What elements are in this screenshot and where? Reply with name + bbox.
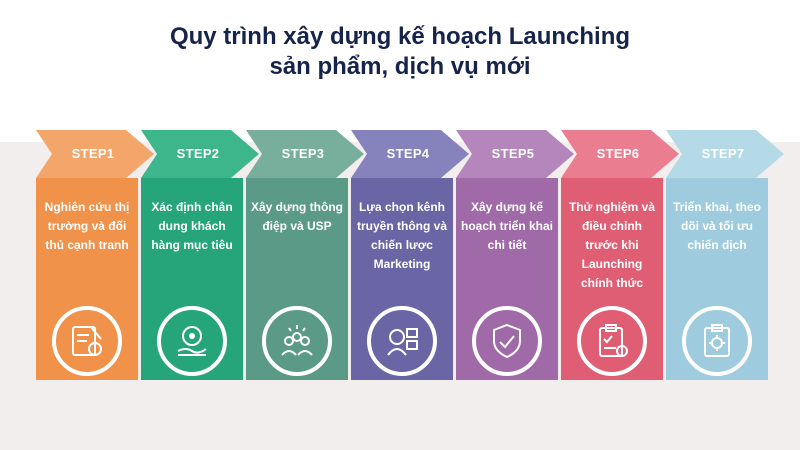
optimize-clipboard-icon — [682, 306, 752, 376]
step-description: Xây dựng kế hoạch triển khai chi tiết — [460, 200, 554, 252]
step-arrow — [456, 130, 574, 178]
step-description: Thử nghiệm và điều chỉnh trước khi Launc… — [568, 200, 656, 290]
step-label: STEP5 — [491, 146, 535, 161]
step-1: Nghiên cứu thị trường và đối thủ cạnh tr… — [36, 130, 154, 380]
step-4: Lựa chọn kênh truyền thông và chiến lược… — [351, 130, 469, 380]
title-line-2: sản phẩm, dịch vụ mới — [269, 53, 531, 80]
step-arrow — [351, 130, 469, 178]
step-arrow — [141, 130, 259, 178]
step-label: STEP2 — [176, 146, 220, 161]
step-arrow — [36, 130, 154, 178]
test-checklist-icon — [577, 306, 647, 376]
step-7: Triển khai, theo dõi và tối ưu chiến dịc… — [666, 130, 784, 380]
step-description: Nghiên cứu thị trường và đối thủ cạnh tr… — [44, 200, 130, 252]
team-message-icon — [262, 306, 332, 376]
step-5: Xây dựng kế hoạch triển khai chi tiết STE… — [456, 130, 574, 380]
step-description: Triển khai, theo dõi và tối ưu chiến dịc… — [672, 200, 762, 252]
research-document-icon — [52, 306, 122, 376]
step-3: Xây dựng thông điệp và USP STEP3 — [246, 130, 364, 380]
step-arrow — [561, 130, 679, 178]
step-arrow — [666, 130, 784, 178]
marketing-channel-icon — [367, 306, 437, 376]
step-description: Lựa chọn kênh truyền thông và chiến lược… — [356, 200, 447, 271]
title-line-1: Quy trình xây dựng kế hoạch Launching — [169, 23, 631, 50]
step-label: STEP7 — [701, 146, 745, 161]
step-label: STEP6 — [596, 146, 640, 161]
target-customer-icon — [157, 306, 227, 376]
step-label: STEP1 — [71, 146, 115, 161]
step-6: Thử nghiệm và điều chỉnh trước khi Launc… — [561, 130, 679, 380]
step-arrow — [246, 130, 364, 178]
page-title: Quy trình xây dựng kế hoạch Launching sả… — [0, 22, 800, 82]
step-label: STEP4 — [386, 146, 430, 161]
step-description: Xác định chân dung khách hàng mục tiêu — [151, 200, 233, 252]
step-description: Xây dựng thông điệp và USP — [250, 200, 343, 233]
shield-plan-icon — [472, 306, 542, 376]
step-2: Xác định chân dung khách hàng mục tiêu ST… — [141, 130, 259, 380]
step-label: STEP3 — [281, 146, 325, 161]
